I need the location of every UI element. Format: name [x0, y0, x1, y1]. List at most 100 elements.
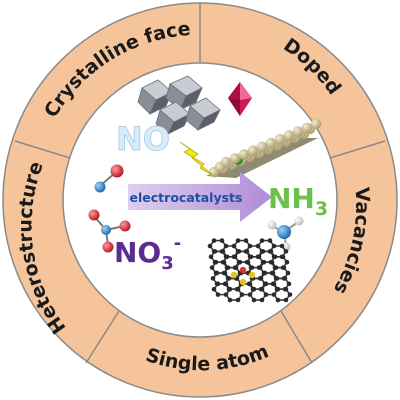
graphene-atom — [244, 249, 250, 254]
graphene-atom — [271, 243, 277, 249]
graphene-atom — [267, 238, 273, 243]
ring-divider — [329, 140, 386, 159]
graphene-atom — [259, 238, 265, 243]
graphene-atom — [225, 265, 231, 270]
nh3-base: NH — [268, 182, 315, 215]
graphene-atom — [284, 259, 290, 265]
graphene-atom — [235, 297, 241, 303]
slab-atom — [220, 156, 232, 168]
graphene-atom — [219, 238, 225, 243]
graphene-atom — [236, 249, 242, 254]
graphene-atom — [235, 238, 241, 243]
graphene-atom — [209, 265, 215, 270]
slab-atom — [265, 137, 277, 149]
graphene-atom — [247, 243, 253, 249]
graphene-atom — [231, 243, 237, 249]
slab-atom — [301, 122, 313, 133]
graphene-atom — [222, 270, 228, 276]
metal-slab-icon — [206, 118, 322, 178]
graphene-atom — [220, 249, 226, 254]
electrocatalysts-label: electrocatalysts — [130, 190, 243, 205]
graphene-atom — [272, 254, 278, 260]
graphene-atom — [212, 249, 218, 254]
graphene-atom — [214, 270, 220, 276]
graphene-atom — [248, 254, 254, 260]
graphene-atom — [270, 270, 276, 276]
graphene-atom — [210, 276, 216, 281]
slab-atom — [229, 153, 241, 164]
graphene-atom — [233, 265, 239, 270]
graphene-atom — [224, 254, 230, 260]
graphene-atom — [257, 265, 263, 270]
no3-superscript: - — [174, 233, 181, 254]
graphene-atom — [235, 286, 241, 292]
graphene-atom — [215, 281, 221, 287]
no3-molecule-icon — [88, 209, 131, 253]
graphene-atom — [271, 292, 277, 297]
ring-divider — [280, 310, 313, 364]
single-atom-site — [239, 278, 247, 286]
graphene-atom — [256, 254, 262, 260]
slab-atom — [247, 145, 259, 156]
slab-atom — [292, 126, 304, 137]
graphene-atom — [282, 276, 288, 281]
graphene-atom — [275, 297, 281, 303]
graphene-atom — [259, 297, 265, 303]
graphene-atom — [262, 270, 268, 276]
graphene-atom — [221, 259, 227, 265]
graphene-atom — [287, 292, 293, 297]
no-molecule-icon — [94, 164, 124, 193]
graphene-atom — [285, 270, 291, 276]
graphene-atom — [211, 286, 217, 292]
graphene-atom — [223, 292, 229, 297]
single-atom-site — [239, 266, 247, 274]
slab-atom — [310, 118, 322, 130]
graphene-atom — [280, 254, 286, 260]
nh3-text: NH3 — [268, 182, 328, 220]
graphene-atom — [227, 297, 233, 303]
graphene-atom — [260, 249, 266, 254]
graphene-atom — [273, 265, 279, 270]
graphene-atom — [227, 286, 233, 292]
graphene-atom — [259, 286, 265, 292]
graphene-atom — [245, 259, 251, 265]
graphene-atom — [251, 297, 257, 303]
graphene-atom — [271, 281, 277, 287]
graphene-atom — [243, 238, 249, 243]
graphene-atom — [223, 243, 229, 249]
graphene-atom — [261, 259, 267, 265]
graphene-atom — [283, 249, 289, 254]
graphene-atom — [249, 265, 255, 270]
slab-atom — [283, 130, 295, 141]
graphene-atom — [226, 276, 232, 281]
nh3-subscript: 3 — [315, 198, 328, 220]
graphene-atom — [263, 281, 269, 287]
nh3-molecule-icon — [267, 216, 304, 252]
graphene-atom — [211, 238, 217, 243]
single-atom-site — [248, 271, 256, 279]
reaction-arrow — [128, 172, 272, 222]
graphene-atom — [279, 243, 285, 249]
graphene-atom — [208, 254, 214, 260]
no3-subscript: 3 — [161, 253, 174, 274]
graphene-atom — [275, 286, 281, 292]
graphene-atom — [237, 259, 243, 265]
graphene-atom — [215, 292, 221, 297]
graphene-atom — [247, 281, 253, 287]
no3-base: NO — [114, 236, 161, 269]
slab-atom — [274, 134, 286, 145]
graphene-atom — [281, 265, 287, 270]
graphene-atom — [251, 286, 257, 292]
graphene-atom — [247, 292, 253, 297]
graphene-atom — [263, 292, 269, 297]
graphene-atom — [258, 276, 264, 281]
no-text: NO — [116, 120, 170, 158]
octahedron-icon — [228, 82, 252, 116]
crystal-structure-icon — [137, 75, 221, 135]
slab-atom — [256, 141, 268, 152]
graphene-sheet-icon — [207, 238, 293, 303]
graphene-atom — [283, 297, 289, 303]
no3-text: NO3- — [114, 233, 181, 274]
graphene-atom — [286, 281, 292, 287]
